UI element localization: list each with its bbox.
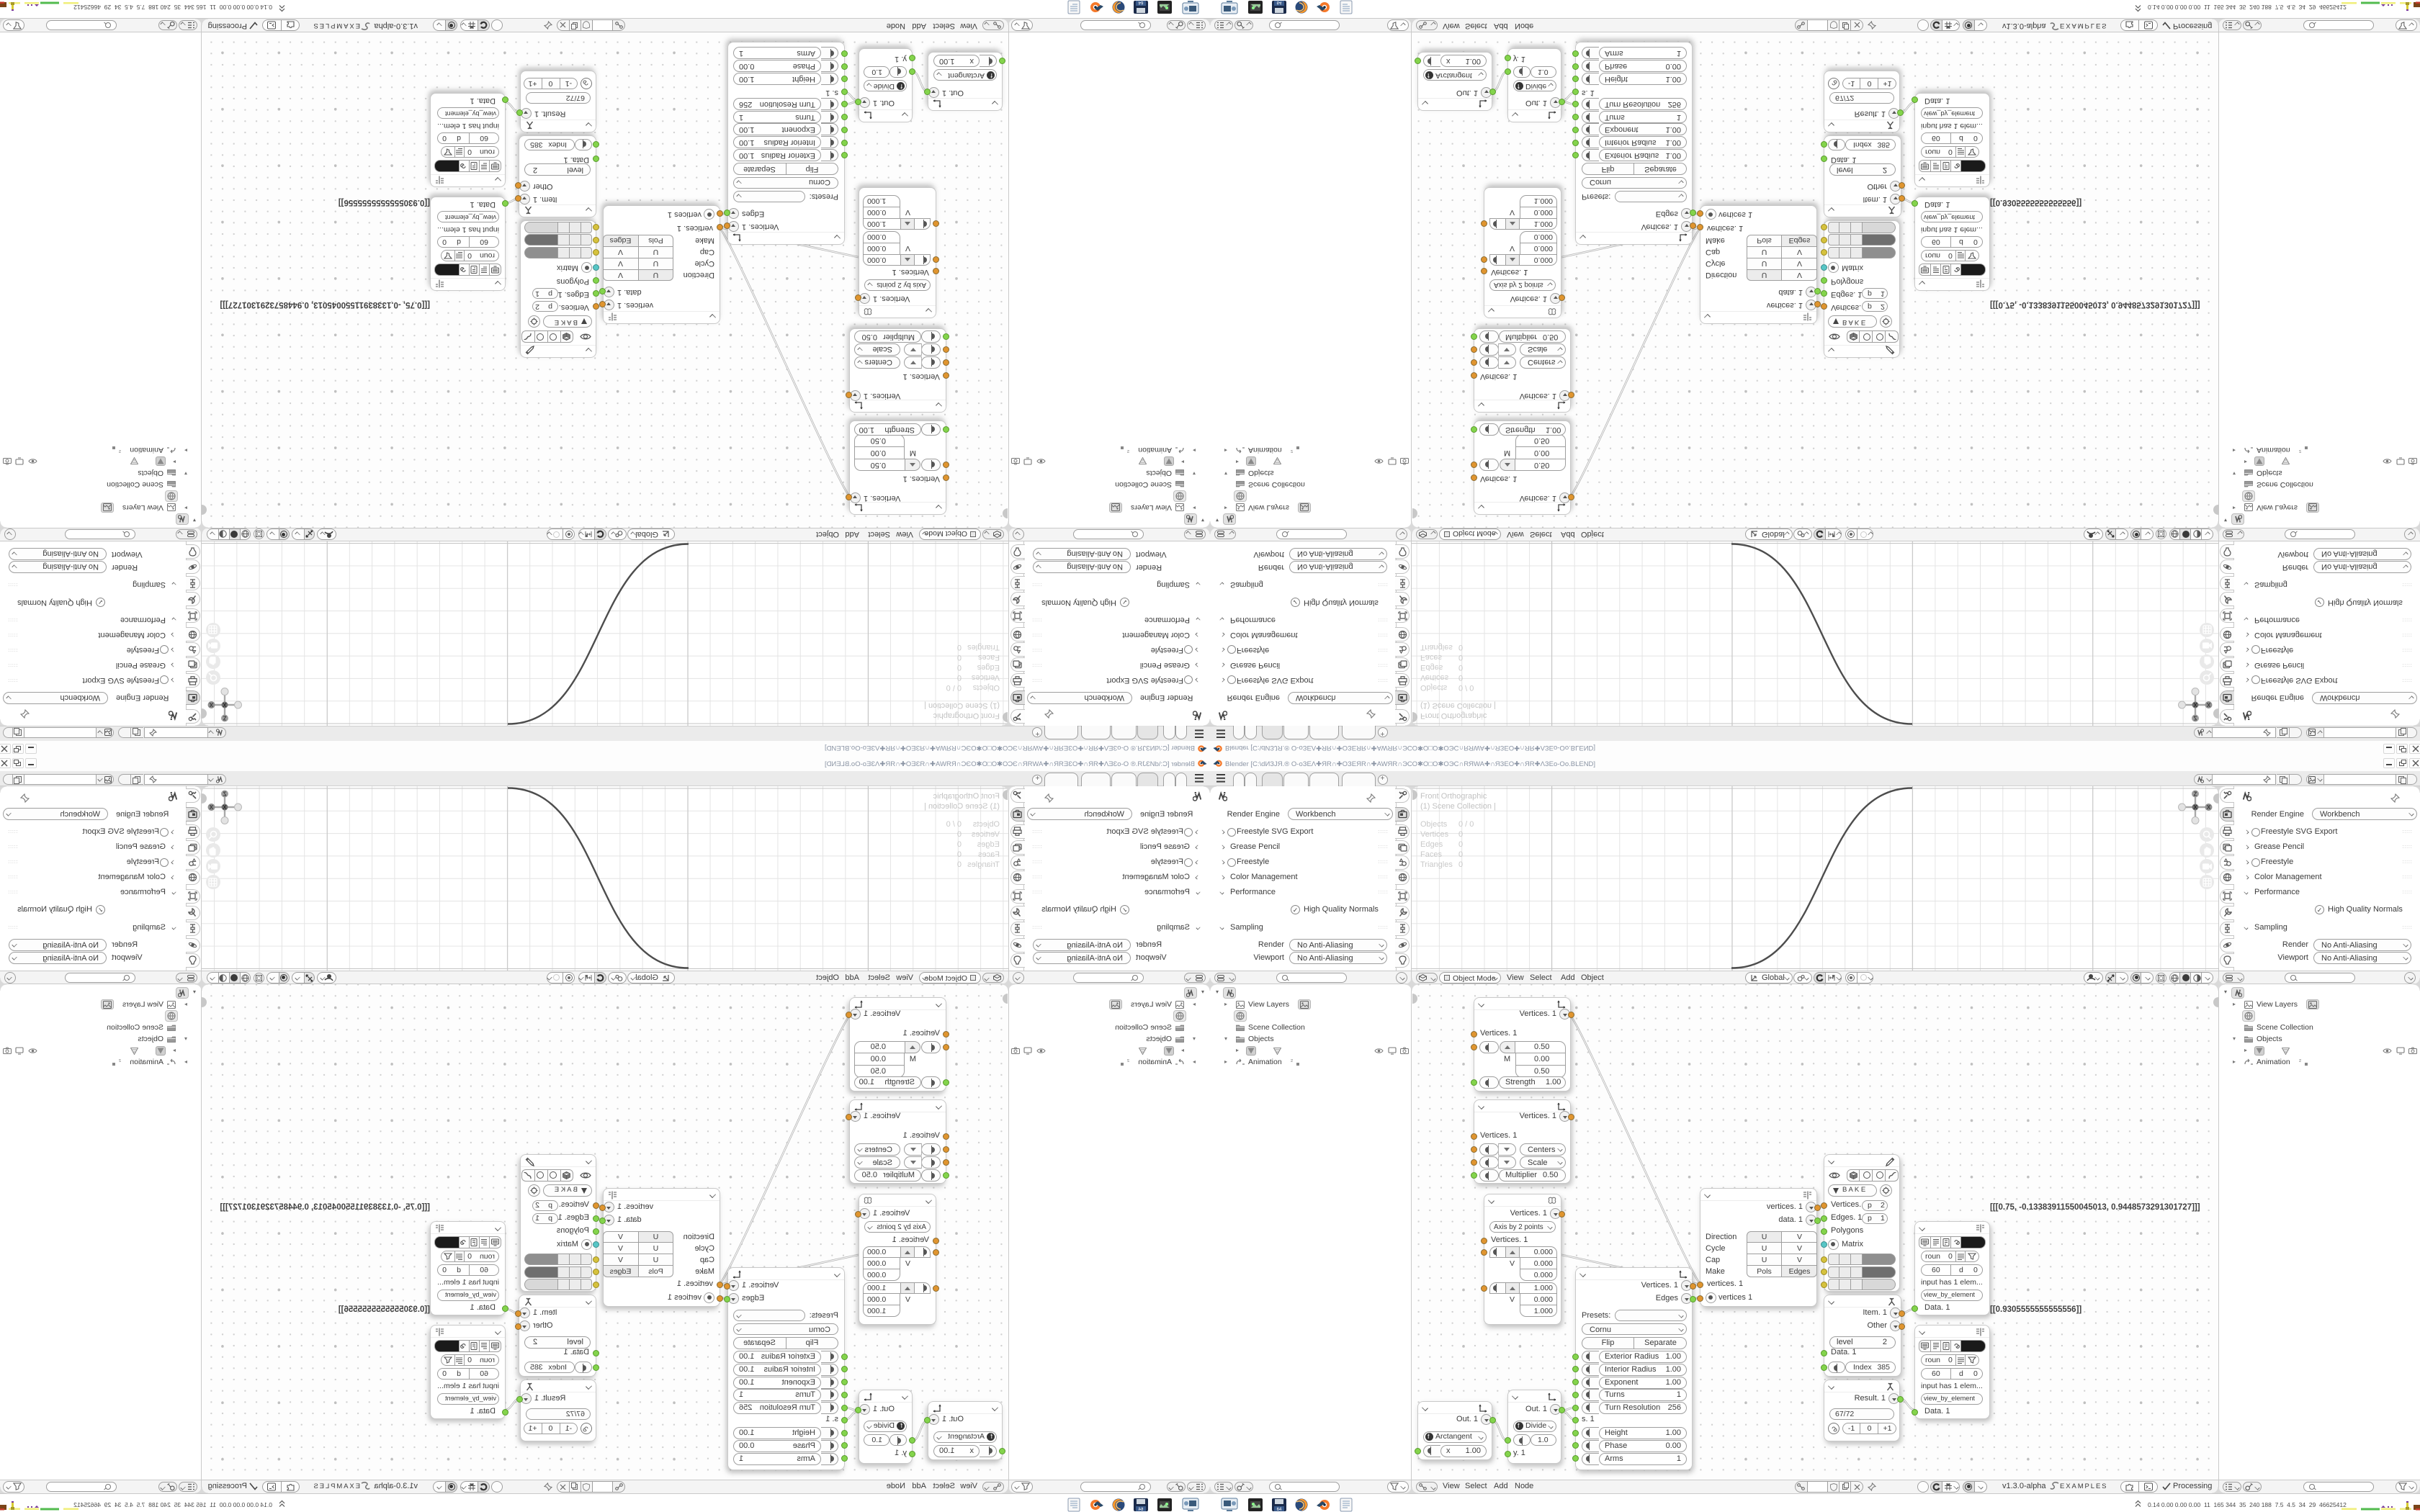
svg-text:Z: Z	[223, 791, 226, 798]
svg-text:Z: Z	[2194, 791, 2197, 798]
svg-text:X: X	[2207, 701, 2211, 708]
svg-text:X: X	[223, 701, 227, 708]
svg-text:X: X	[209, 701, 213, 708]
svg-text:Z: Z	[223, 715, 226, 721]
svg-text:X: X	[223, 804, 227, 811]
svg-text:64: 64	[1138, 1508, 1143, 1512]
svg-text:Z: Z	[2194, 715, 2197, 721]
svg-text:64: 64	[1277, 1508, 1282, 1512]
svg-text:X: X	[2207, 804, 2211, 811]
svg-text:64: 64	[1277, 0, 1282, 4]
svg-text:X: X	[209, 804, 213, 811]
svg-text:X: X	[2193, 804, 2197, 811]
svg-text:X: X	[2193, 701, 2197, 708]
svg-text:64: 64	[1138, 0, 1143, 4]
